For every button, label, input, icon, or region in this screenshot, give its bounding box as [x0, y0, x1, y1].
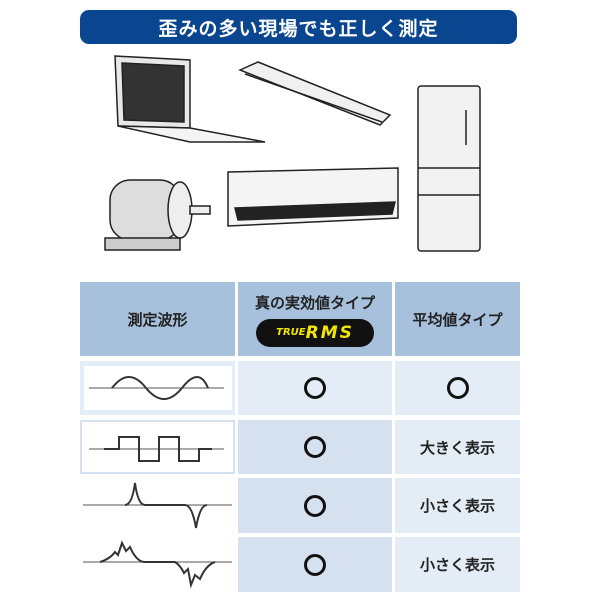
average-result: 小さく表示 [395, 478, 520, 533]
true-rms-result [238, 420, 392, 474]
page-banner: 歪みの多い現場でも正しく測定 [80, 10, 517, 44]
header-average: 平均値タイプ [395, 282, 520, 356]
waveform-cell [80, 537, 235, 592]
circle-mark-icon [304, 494, 326, 517]
distorted-pulse-wave-icon [83, 540, 232, 589]
average-result: 小さく表示 [395, 537, 520, 592]
true-rms-result [238, 537, 392, 592]
header-waveform: 測定波形 [80, 282, 235, 356]
motor-icon [104, 179, 211, 251]
air-conditioner-icon [227, 167, 399, 227]
average-result: 大きく表示 [395, 420, 520, 474]
header-true-rms-label: 真の実効値タイプ [254, 293, 375, 312]
pulse-wave-icon [83, 482, 232, 529]
true-rms-result [238, 361, 392, 415]
circle-mark-icon [304, 436, 326, 458]
waveform-cell [80, 478, 235, 533]
waveform-cell [80, 420, 235, 474]
true-rms-result [238, 478, 392, 533]
circle-mark-icon [304, 377, 326, 399]
average-result [395, 361, 520, 415]
waveform-cell [80, 361, 235, 415]
circle-mark-icon [304, 553, 326, 576]
refrigerator-icon [417, 85, 481, 252]
circle-mark-icon [446, 377, 469, 399]
fluorescent-light-icon [238, 61, 392, 126]
square-wave-icon [88, 436, 224, 462]
appliance-illustrations [104, 55, 481, 252]
sine-wave-icon [83, 366, 232, 410]
laptop-icon [114, 55, 266, 143]
